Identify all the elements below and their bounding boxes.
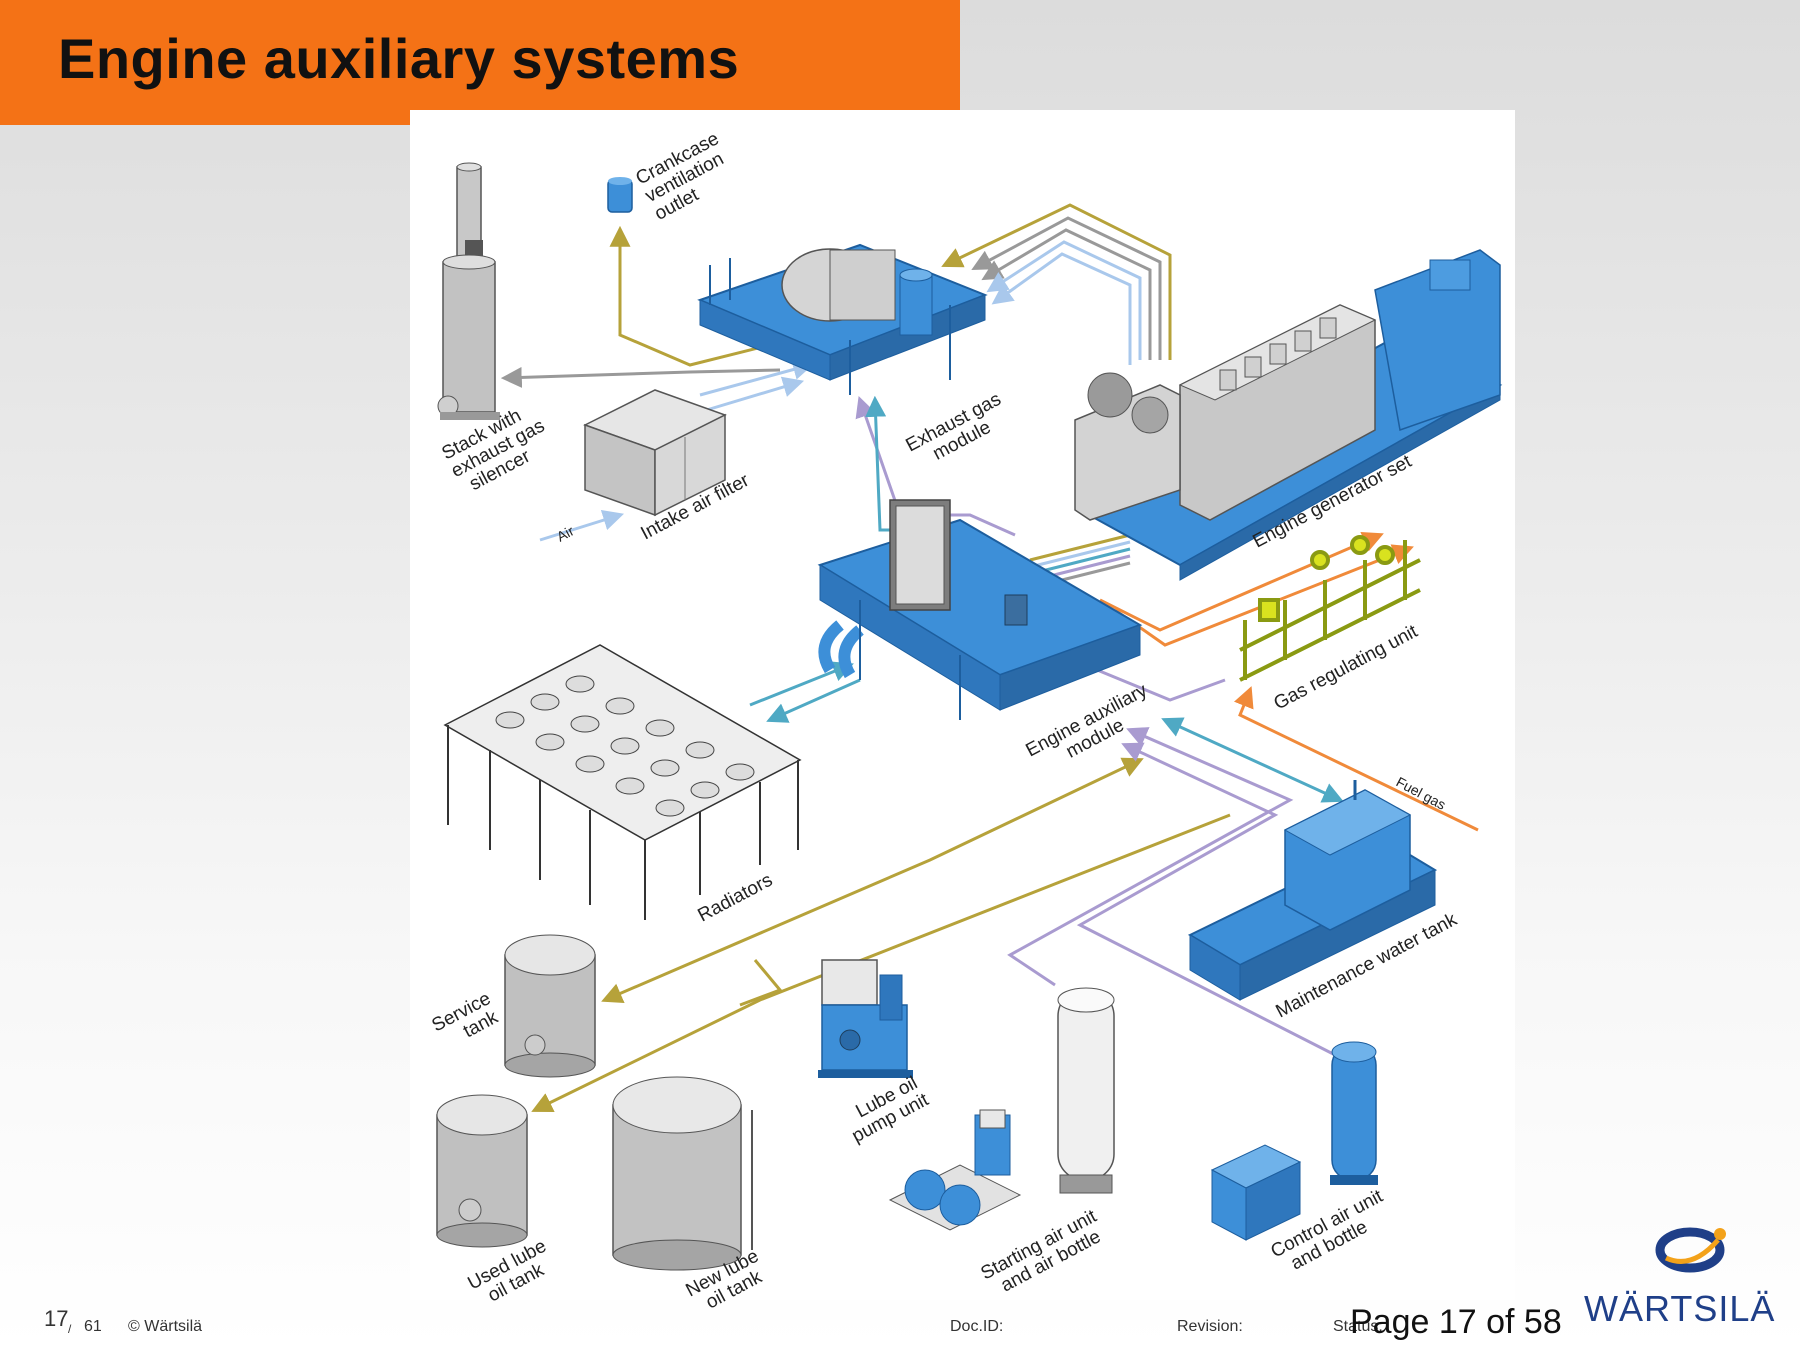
engine-auxiliary-module-icon xyxy=(817,499,1143,720)
starting-air-unit-icon xyxy=(888,987,1115,1231)
page-title: Engine auxiliary systems xyxy=(58,27,740,90)
doc-id-label: Doc.ID: xyxy=(950,1318,1004,1335)
gen-exhaust-line-gray-2 xyxy=(981,228,1152,360)
gas-line-1 xyxy=(1099,532,1384,632)
label-crankcase: Crankcase ventilation outlet xyxy=(632,126,745,225)
intake-air-line-1 xyxy=(699,359,815,397)
fuel-gas-line xyxy=(1234,686,1479,832)
radiator-line-1 xyxy=(749,661,854,707)
label-lube-pump: Lube oil pump unit xyxy=(839,1070,935,1147)
radiator-line-2 xyxy=(766,678,861,723)
new-lube-oil-tank-icon xyxy=(612,1076,753,1271)
title-bar: Engine auxiliary systems xyxy=(0,0,960,125)
control-air-unit-icon xyxy=(1210,1041,1378,1241)
aux-gen-line-1 xyxy=(1029,533,1131,562)
air-inlet-line xyxy=(539,509,625,542)
maintenance-line xyxy=(1161,717,1344,803)
gen-exhaust-line-gray-1 xyxy=(971,216,1162,360)
intake-air-line-2 xyxy=(699,376,805,414)
connection-lines xyxy=(500,203,1479,1113)
revision-label: Revision: xyxy=(1177,1318,1243,1335)
maintenance-water-tank-icon xyxy=(1187,780,1438,1001)
label-gas-regulating: Gas regulating unit xyxy=(1270,621,1421,715)
label-exhaust-module: Exhaust gas module xyxy=(902,386,1018,474)
gen-exhaust-line-yellow xyxy=(941,203,1172,360)
stack-silencer-icon xyxy=(437,162,500,420)
gas-regulating-unit-icon xyxy=(1239,535,1421,682)
label-air: Air xyxy=(554,522,577,544)
gen-exhaust-line-blue-1 xyxy=(986,240,1142,360)
label-starting-air: Starting air unit and air bottle xyxy=(977,1203,1114,1302)
label-service-tank: Service tank xyxy=(428,986,508,1054)
service-tank-icon xyxy=(504,934,596,1078)
page-of-indicator: Page 17 of 58 xyxy=(1350,1303,1562,1341)
wartsila-logo-icon xyxy=(1655,1227,1726,1273)
crankcase-vent-line xyxy=(609,225,771,367)
used-lube-line xyxy=(531,813,1231,1113)
exhaust-to-stack-line xyxy=(500,366,781,388)
copyright: © Wärtsilä xyxy=(128,1318,203,1335)
radiators-icon xyxy=(443,644,802,920)
slide-number: 17 xyxy=(44,1306,69,1331)
aux-gas-reg-line xyxy=(1084,663,1226,702)
service-tank-line xyxy=(601,757,1144,1003)
aux-gen-line-2 xyxy=(1029,540,1131,569)
slide-total: 61 xyxy=(84,1318,102,1335)
starting-air-line-1 xyxy=(1007,727,1294,987)
crankcase-outlet-icon xyxy=(607,177,633,213)
status-label: Status: xyxy=(1333,1318,1383,1335)
starting-air-line-2 xyxy=(1076,742,1346,1062)
gen-exhaust-line-blue-2 xyxy=(991,252,1132,365)
exhaust-gas-module-icon xyxy=(697,243,988,395)
lube-oil-pump-unit-icon xyxy=(818,959,913,1078)
engine-generator-set-icon xyxy=(1074,249,1503,581)
slide-number-separator: / xyxy=(68,1322,72,1336)
used-lube-oil-tank-icon xyxy=(436,1094,528,1248)
brand-wordmark: WÄRTSILÄ xyxy=(1584,1288,1776,1329)
oil-branch-line xyxy=(739,959,783,1007)
label-radiators: Radiators xyxy=(694,870,776,927)
intake-air-filter-icon xyxy=(583,389,727,517)
